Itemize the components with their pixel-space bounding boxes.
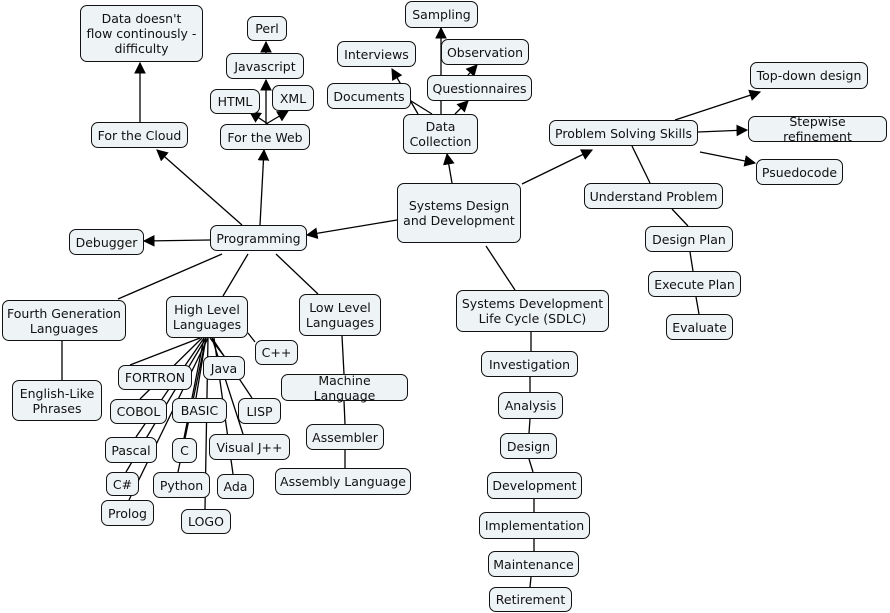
node-sdlc[interactable]: Systems Development Life Cycle (SDLC) (456, 290, 609, 332)
arrow-connector (674, 89, 762, 121)
node-questionnaires[interactable]: Questionnaires (427, 75, 532, 101)
arrow-connector (156, 149, 243, 226)
line-connector (117, 253, 223, 300)
node-perl[interactable]: Perl (247, 16, 287, 41)
node-problem-solving[interactable]: Problem Solving Skills (549, 120, 698, 146)
node-cloud-note[interactable]: Data doesn't flow continously - difficul… (80, 5, 203, 62)
node-assembler[interactable]: Assembler (306, 424, 384, 450)
line-connector (211, 337, 244, 435)
node-documents[interactable]: Documents (327, 83, 411, 109)
node-debugger[interactable]: Debugger (69, 229, 144, 255)
node-english-like[interactable]: English-Like Phrases (12, 380, 102, 421)
node-for-the-cloud[interactable]: For the Cloud (91, 122, 188, 148)
node-stepwise[interactable]: Stepwise refinement (748, 114, 887, 144)
node-top-down[interactable]: Top-down design (750, 62, 868, 89)
arrow-connector (443, 152, 455, 184)
node-python[interactable]: Python (153, 472, 210, 498)
node-pseudocode[interactable]: Psuedocode (756, 159, 843, 185)
line-connector (671, 208, 689, 227)
node-prolog[interactable]: Prolog (101, 500, 154, 526)
line-connector (631, 145, 651, 184)
arrow-connector (699, 151, 757, 167)
node-visual-jpp[interactable]: Visual J++ (209, 434, 290, 460)
node-understand-problem[interactable]: Understand Problem (584, 183, 723, 209)
node-investigation[interactable]: Investigation (481, 351, 578, 377)
node-machine-language[interactable]: Machine Language (281, 373, 408, 403)
line-connector (689, 251, 694, 272)
arrow-connector (454, 100, 469, 115)
node-interviews[interactable]: Interviews (337, 41, 416, 67)
node-cpp[interactable]: C++ (255, 340, 298, 365)
node-html[interactable]: HTML (210, 89, 260, 114)
node-logo[interactable]: LOGO (181, 509, 231, 534)
node-sampling[interactable]: Sampling (405, 1, 478, 28)
node-xml[interactable]: XML (272, 85, 314, 111)
line-connector (485, 245, 516, 291)
line-connector (528, 458, 534, 473)
arrow-connector (142, 234, 211, 247)
node-implementation[interactable]: Implementation (479, 512, 590, 539)
node-design[interactable]: Design (500, 433, 557, 459)
line-connector (343, 400, 346, 425)
node-basic[interactable]: BASIC (172, 398, 227, 423)
line-connector (275, 253, 319, 295)
node-maintenance[interactable]: Maintenance (488, 551, 579, 577)
line-connector (695, 296, 700, 315)
node-observation[interactable]: Observation (441, 39, 529, 65)
node-ada[interactable]: Ada (217, 474, 254, 499)
node-programming[interactable]: Programming (210, 225, 307, 251)
arrow-connector (249, 111, 269, 125)
line-connector (128, 337, 209, 501)
node-for-the-web[interactable]: For the Web (220, 124, 310, 150)
node-c[interactable]: C (172, 438, 197, 463)
node-high-level[interactable]: High Level Languages (166, 296, 248, 338)
node-java[interactable]: Java (203, 356, 245, 380)
node-evaluate[interactable]: Evaluate (666, 314, 733, 340)
node-fortron[interactable]: FORTRON (118, 365, 192, 390)
node-pascal[interactable]: Pascal (105, 437, 157, 463)
line-connector (247, 332, 256, 343)
node-low-level[interactable]: Low Level Languages (299, 294, 381, 336)
node-center[interactable]: Systems Design and Development (397, 183, 521, 243)
line-connector (529, 576, 532, 588)
arrow-connector (465, 64, 478, 77)
node-cobol[interactable]: COBOL (110, 399, 167, 424)
node-design-plan[interactable]: Design Plan (645, 226, 733, 252)
arrow-connector (265, 110, 290, 125)
arrow-connector (305, 219, 398, 240)
arrow-connector (257, 148, 270, 226)
node-csharp[interactable]: C# (106, 472, 139, 496)
arrow-connector (521, 149, 594, 185)
node-retirement[interactable]: Retirement (489, 587, 572, 612)
node-execute-plan[interactable]: Execute Plan (648, 271, 741, 297)
line-connector (222, 253, 249, 297)
node-lisp[interactable]: LISP (238, 398, 281, 424)
node-javascript[interactable]: Javascript (226, 53, 304, 79)
node-data-collection[interactable]: Data Collection (403, 114, 478, 154)
arrow-connector (697, 124, 749, 137)
node-analysis[interactable]: Analysis (498, 392, 563, 419)
node-fourth-generation[interactable]: Fourth Generation Languages (2, 300, 126, 341)
line-connector (341, 335, 345, 375)
line-connector (528, 418, 531, 434)
node-development[interactable]: Development (487, 472, 582, 499)
line-connector (129, 337, 201, 366)
node-assembly-language[interactable]: Assembly Language (275, 468, 411, 495)
